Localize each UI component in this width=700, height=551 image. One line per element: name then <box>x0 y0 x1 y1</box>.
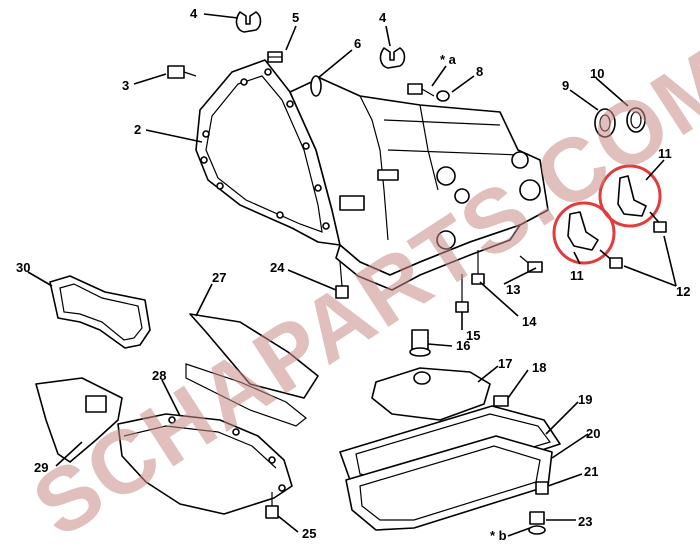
callout-14: 14 <box>522 314 537 329</box>
clip-right <box>379 47 406 69</box>
washer <box>436 90 450 102</box>
callout-20: 20 <box>586 426 600 441</box>
pan-gasket-front <box>185 313 319 427</box>
pan-bolt-21 <box>535 481 549 495</box>
callout-28: 28 <box>152 368 166 383</box>
oil-filter <box>371 367 491 421</box>
speed-sensor-lower <box>552 201 623 269</box>
callout-b: * b <box>490 528 507 543</box>
callout-13: 13 <box>506 282 520 297</box>
callout-21: 21 <box>584 464 598 479</box>
callout-15: 15 <box>466 328 480 343</box>
callout-2: 2 <box>134 122 141 137</box>
callout-27: 27 <box>212 270 226 285</box>
retaining-ring <box>626 107 646 133</box>
pan-magnet <box>493 395 509 407</box>
callout-a: * a <box>440 52 457 67</box>
callout-8: 8 <box>476 64 483 79</box>
drain-plug <box>528 511 546 535</box>
transmission-case <box>195 59 549 291</box>
callout-25: 25 <box>302 526 316 541</box>
callout-9: 9 <box>562 78 569 93</box>
callout-29: 29 <box>34 460 48 475</box>
callout-18: 18 <box>532 360 546 375</box>
vent-bolt <box>267 51 283 63</box>
fastener-14 <box>471 250 485 285</box>
callout-labels: 4 5 4 6 3 * a 8 9 10 2 11 11 12 30 27 24… <box>16 6 690 543</box>
callout-11: 11 <box>570 268 584 283</box>
o-ring-seal <box>310 75 322 97</box>
callout-4: 4 <box>379 10 387 25</box>
callout-17: 17 <box>498 356 512 371</box>
rear-seal <box>594 108 616 138</box>
clip-left <box>235 11 262 33</box>
bolt-a <box>407 83 435 97</box>
callout-10: 10 <box>590 66 604 81</box>
bell-housing-bolt-holes <box>200 68 330 230</box>
callout-16: 16 <box>456 338 470 353</box>
case-bolt-left <box>167 65 197 79</box>
filter-seal <box>409 329 431 357</box>
oil-pan <box>345 435 553 531</box>
callout-24: 24 <box>270 260 285 275</box>
adapter-gasket <box>49 275 151 349</box>
speed-sensor-upper <box>598 164 667 233</box>
callout-23: 23 <box>578 514 592 529</box>
callout-4: 4 <box>190 6 198 21</box>
callout-5: 5 <box>292 10 299 25</box>
callout-3: 3 <box>122 78 129 93</box>
callout-12: 12 <box>676 284 690 299</box>
pan-bolt-24 <box>335 261 349 299</box>
fastener-13 <box>519 255 543 273</box>
heat-shield <box>35 377 123 463</box>
extension-pan <box>117 413 293 515</box>
callout-leaders <box>27 13 677 537</box>
callout-6: 6 <box>354 36 361 51</box>
callout-19: 19 <box>578 392 592 407</box>
pan-bolt-lower <box>265 492 279 519</box>
callout-11: 11 <box>658 146 672 161</box>
callout-30: 30 <box>16 260 30 275</box>
